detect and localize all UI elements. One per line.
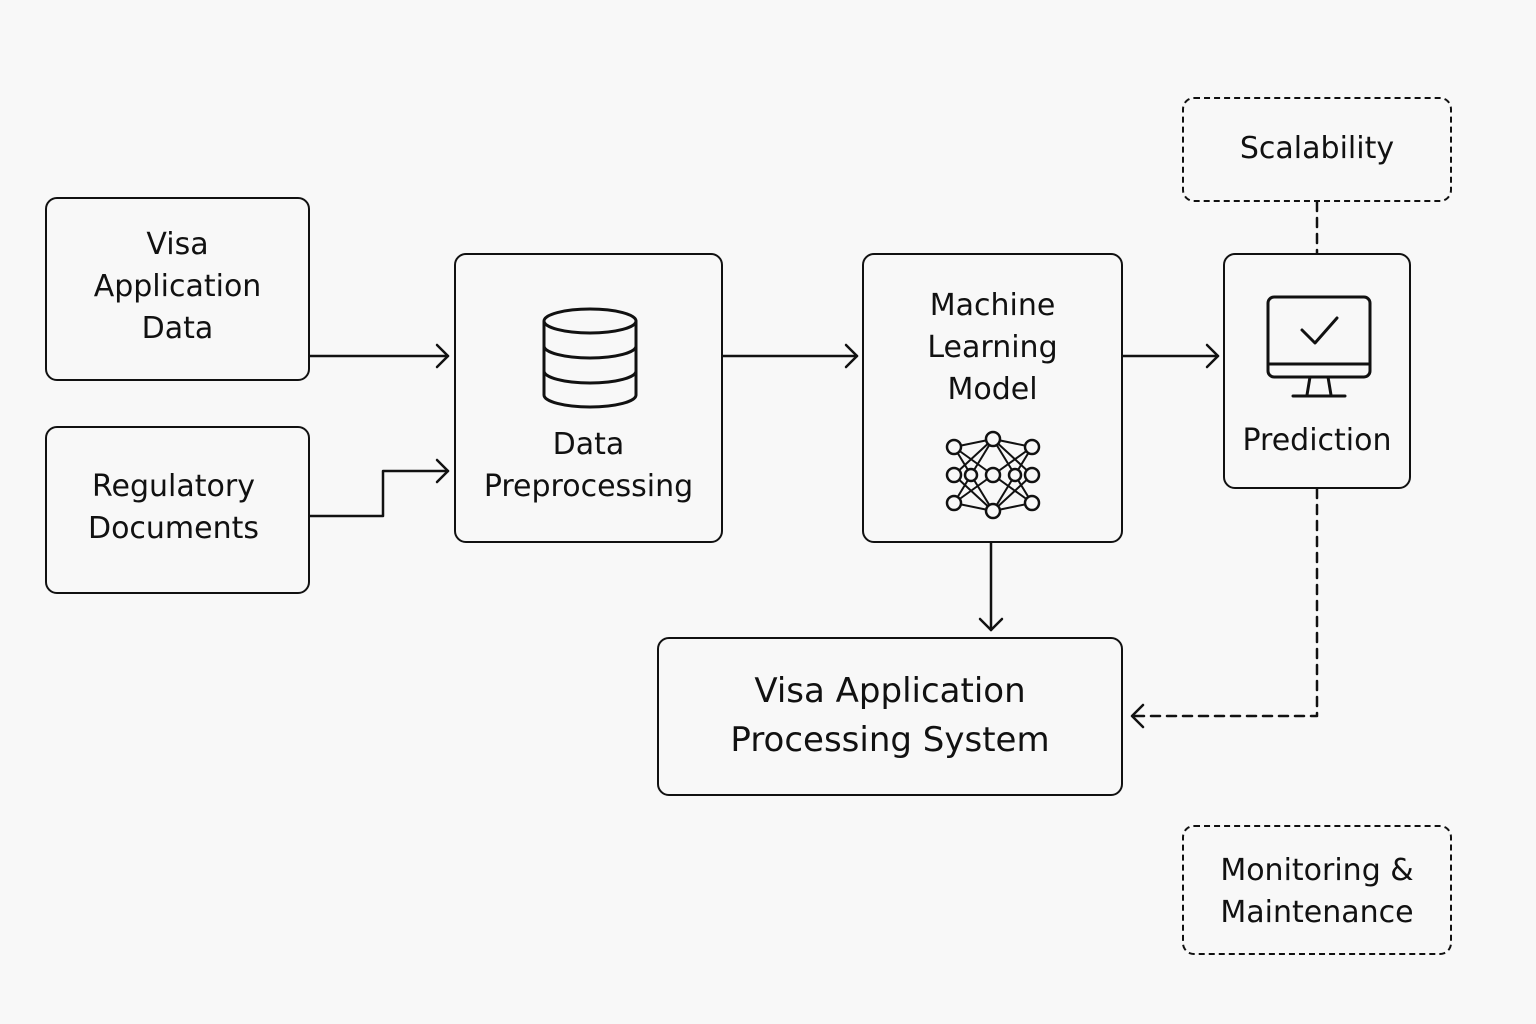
node-label: Prediction xyxy=(1242,423,1392,458)
node-label: Data Preprocessing xyxy=(483,427,694,504)
node-machine-learning-model: Machine Learning Model xyxy=(862,253,1123,543)
neural-network-icon xyxy=(945,430,1041,520)
node-visa-application-processing-system: Visa Application Processing System xyxy=(657,637,1123,796)
node-label: Scalability xyxy=(1239,131,1395,166)
arrowhead-visa-data-to-preprocessing xyxy=(435,343,450,369)
arrowhead-prediction-to-system xyxy=(1130,703,1145,729)
node-label: Monitoring & Maintenance xyxy=(1220,853,1414,930)
node-regulatory-documents: Regulatory Documents xyxy=(45,426,310,594)
arrowhead-regulatory-to-preprocessing xyxy=(435,458,450,484)
node-scalability: Scalability xyxy=(1182,97,1452,202)
database-icon xyxy=(542,307,638,409)
arrowhead-ml-model-to-system xyxy=(978,617,1004,632)
node-label: Regulatory Documents xyxy=(87,469,260,546)
edge-prediction-to-system xyxy=(1130,487,1319,718)
node-visa-application-data: Visa Application Data xyxy=(45,197,310,381)
node-data-preprocessing: Data Preprocessing xyxy=(454,253,723,543)
monitor-check-icon xyxy=(1266,295,1372,398)
edge-regulatory-to-preprocessing xyxy=(308,469,450,518)
node-monitoring-maintenance: Monitoring & Maintenance xyxy=(1182,825,1452,955)
node-label: Machine Learning Model xyxy=(927,288,1058,407)
arrowhead-preprocessing-to-ml-model xyxy=(844,343,859,369)
node-label: Visa Application Processing System xyxy=(730,671,1050,760)
node-label: Visa Application Data xyxy=(93,227,262,346)
node-prediction: Prediction xyxy=(1223,253,1411,489)
arrowhead-ml-model-to-prediction xyxy=(1205,343,1220,369)
